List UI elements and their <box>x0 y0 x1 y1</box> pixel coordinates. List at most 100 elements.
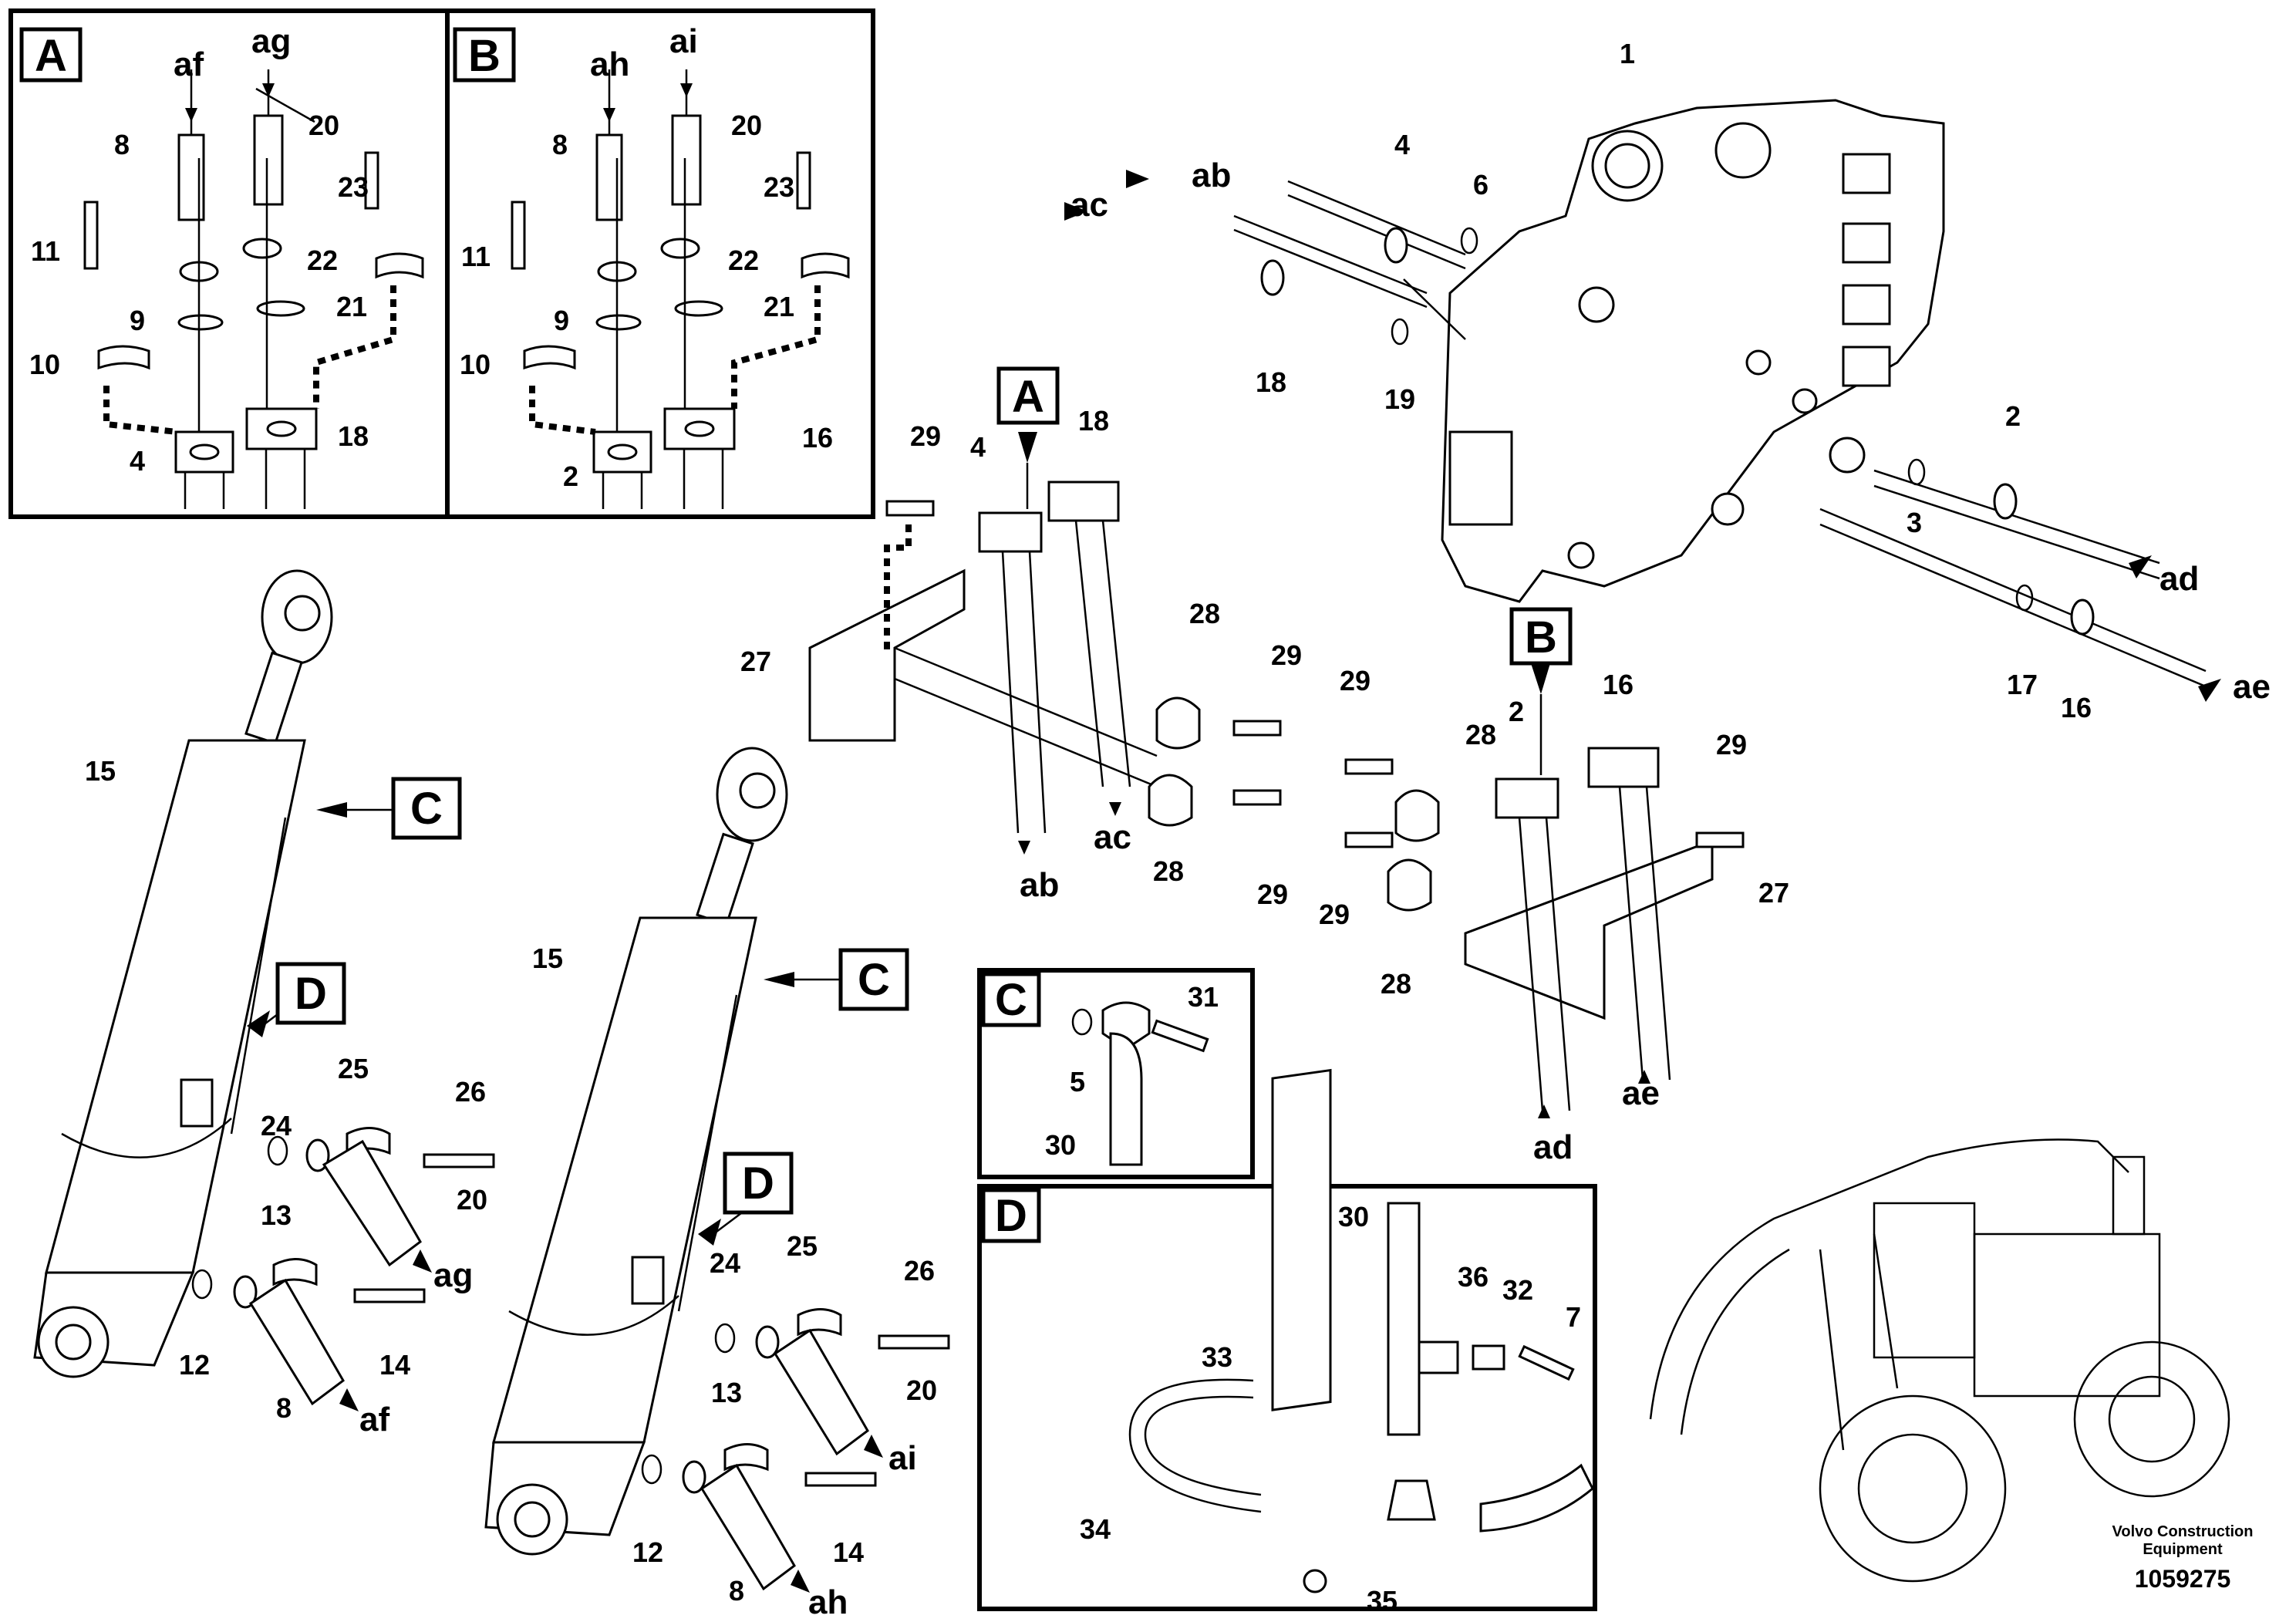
part-number-14: 14 <box>379 1349 410 1381</box>
box-label-c-cyl2: C <box>838 948 909 1011</box>
part-number-2: 2 <box>563 460 578 492</box>
detail-d-drawing <box>1128 1068 1594 1593</box>
credit-line-1: Volvo Construction <box>2112 1523 2254 1540</box>
part-number-30: 30 <box>1338 1201 1369 1233</box>
part-number-24: 24 <box>261 1110 292 1141</box>
part-number-17: 17 <box>2007 669 2038 700</box>
part-number-26: 26 <box>455 1076 486 1108</box>
detail-box-letter: D <box>995 1191 1027 1241</box>
callout-ab-bracket: ab <box>1020 866 1059 904</box>
detail-a-drawing <box>20 28 424 509</box>
detail-frame-b <box>445 8 875 519</box>
bracket-assembly-right <box>1344 747 1745 1111</box>
cylinder-fittings <box>191 1127 950 1591</box>
part-number-16: 16 <box>2061 692 2092 723</box>
box-label-a-pointer: A <box>996 366 1060 425</box>
part-number-5: 5 <box>1070 1066 1085 1098</box>
part-number-11: 11 <box>31 235 60 267</box>
part-number-8: 8 <box>552 129 568 160</box>
detail-frame-c <box>977 968 1255 1179</box>
part-number-8: 8 <box>114 129 130 160</box>
part-number-8: 8 <box>729 1575 744 1607</box>
callout-ah-cyl2: ah <box>808 1583 848 1621</box>
part-number-20: 20 <box>457 1184 487 1216</box>
control-valve-drawing <box>1441 99 1945 603</box>
box-label-c-detail: C <box>981 972 1041 1027</box>
detail-b-drawing <box>453 28 850 509</box>
part-number-20: 20 <box>731 110 762 141</box>
part-number-22: 22 <box>307 244 338 276</box>
part-number-2: 2 <box>1509 696 1524 727</box>
valve-pipe-lines <box>1233 180 2207 688</box>
callout-ae-bracket: ae <box>1622 1074 1660 1112</box>
part-number-18: 18 <box>1256 366 1286 398</box>
part-number-23: 23 <box>338 171 369 203</box>
part-number-3: 3 <box>1907 507 1922 538</box>
part-number-27: 27 <box>1758 877 1789 909</box>
part-number-15: 15 <box>85 755 116 787</box>
part-number-25: 25 <box>338 1053 369 1084</box>
part-number-36: 36 <box>1458 1261 1489 1293</box>
part-number-26: 26 <box>904 1255 935 1286</box>
part-number-10: 10 <box>29 349 60 380</box>
detail-box-letter: B <box>1525 612 1557 663</box>
part-number-12: 12 <box>632 1536 663 1568</box>
callout-ag-cyl1: ag <box>433 1256 473 1294</box>
part-number-4: 4 <box>1394 129 1410 160</box>
callout-ab-valve: ab <box>1192 157 1231 194</box>
part-number-29: 29 <box>1319 899 1350 930</box>
part-number-22: 22 <box>728 244 759 276</box>
part-number-1: 1 <box>1620 38 1635 69</box>
part-number-33: 33 <box>1202 1341 1232 1373</box>
bracket-assembly-left <box>808 481 1282 834</box>
callout-ae-valve: ae <box>2233 668 2271 706</box>
part-number-15: 15 <box>532 943 563 974</box>
part-number-29: 29 <box>1716 729 1747 760</box>
callout-af-cyl1: af <box>359 1401 389 1438</box>
part-number-19: 19 <box>1384 383 1415 415</box>
detail-box-letter: C <box>410 784 443 834</box>
detail-c-drawing <box>1071 1001 1209 1166</box>
detail-box-letter: D <box>295 969 327 1019</box>
part-number-9: 9 <box>130 305 145 336</box>
part-number-29: 29 <box>1257 878 1288 910</box>
box-label-a-top: A <box>19 27 83 83</box>
part-number-32: 32 <box>1502 1274 1533 1306</box>
part-number-29: 29 <box>1340 665 1371 696</box>
callout-ag-a: ag <box>251 22 291 60</box>
part-number-23: 23 <box>764 171 794 203</box>
part-number-4: 4 <box>130 445 145 477</box>
part-number-21: 21 <box>764 291 794 322</box>
part-number-20: 20 <box>906 1374 937 1406</box>
callout-ai-b: ai <box>669 22 698 60</box>
part-number-7: 7 <box>1566 1301 1581 1333</box>
callout-arrows <box>185 83 2221 1593</box>
box-label-d-detail: D <box>981 1188 1041 1243</box>
part-number-13: 13 <box>261 1199 292 1231</box>
part-number-27: 27 <box>740 646 771 677</box>
part-number-24: 24 <box>710 1247 740 1279</box>
part-number-20: 20 <box>308 110 339 141</box>
part-number-8: 8 <box>276 1392 292 1424</box>
part-number-2: 2 <box>2005 400 2021 432</box>
part-number-28: 28 <box>1189 598 1220 629</box>
part-number-16: 16 <box>1603 669 1633 700</box>
part-number-30: 30 <box>1045 1129 1076 1161</box>
credit-line-2: Equipment <box>2143 1541 2223 1558</box>
part-number-18: 18 <box>338 420 369 452</box>
part-number-29: 29 <box>910 420 941 452</box>
part-number-35: 35 <box>1367 1585 1397 1617</box>
part-number-31: 31 <box>1188 981 1219 1013</box>
box-label-d-cyl1: D <box>275 962 346 1025</box>
box-label-b-pointer: B <box>1509 607 1573 666</box>
illustration-number: 1059275 <box>2135 1565 2231 1593</box>
part-number-6: 6 <box>1473 169 1489 201</box>
detail-box-letter: D <box>742 1158 774 1209</box>
part-number-18: 18 <box>1078 405 1109 437</box>
detail-box-letter: A <box>1012 372 1044 422</box>
part-number-12: 12 <box>179 1349 210 1381</box>
wheel-loader-illustration <box>1649 1138 2230 1583</box>
callout-ac-valve: ac <box>1070 186 1108 224</box>
part-number-4: 4 <box>970 431 986 463</box>
part-number-10: 10 <box>460 349 491 380</box>
